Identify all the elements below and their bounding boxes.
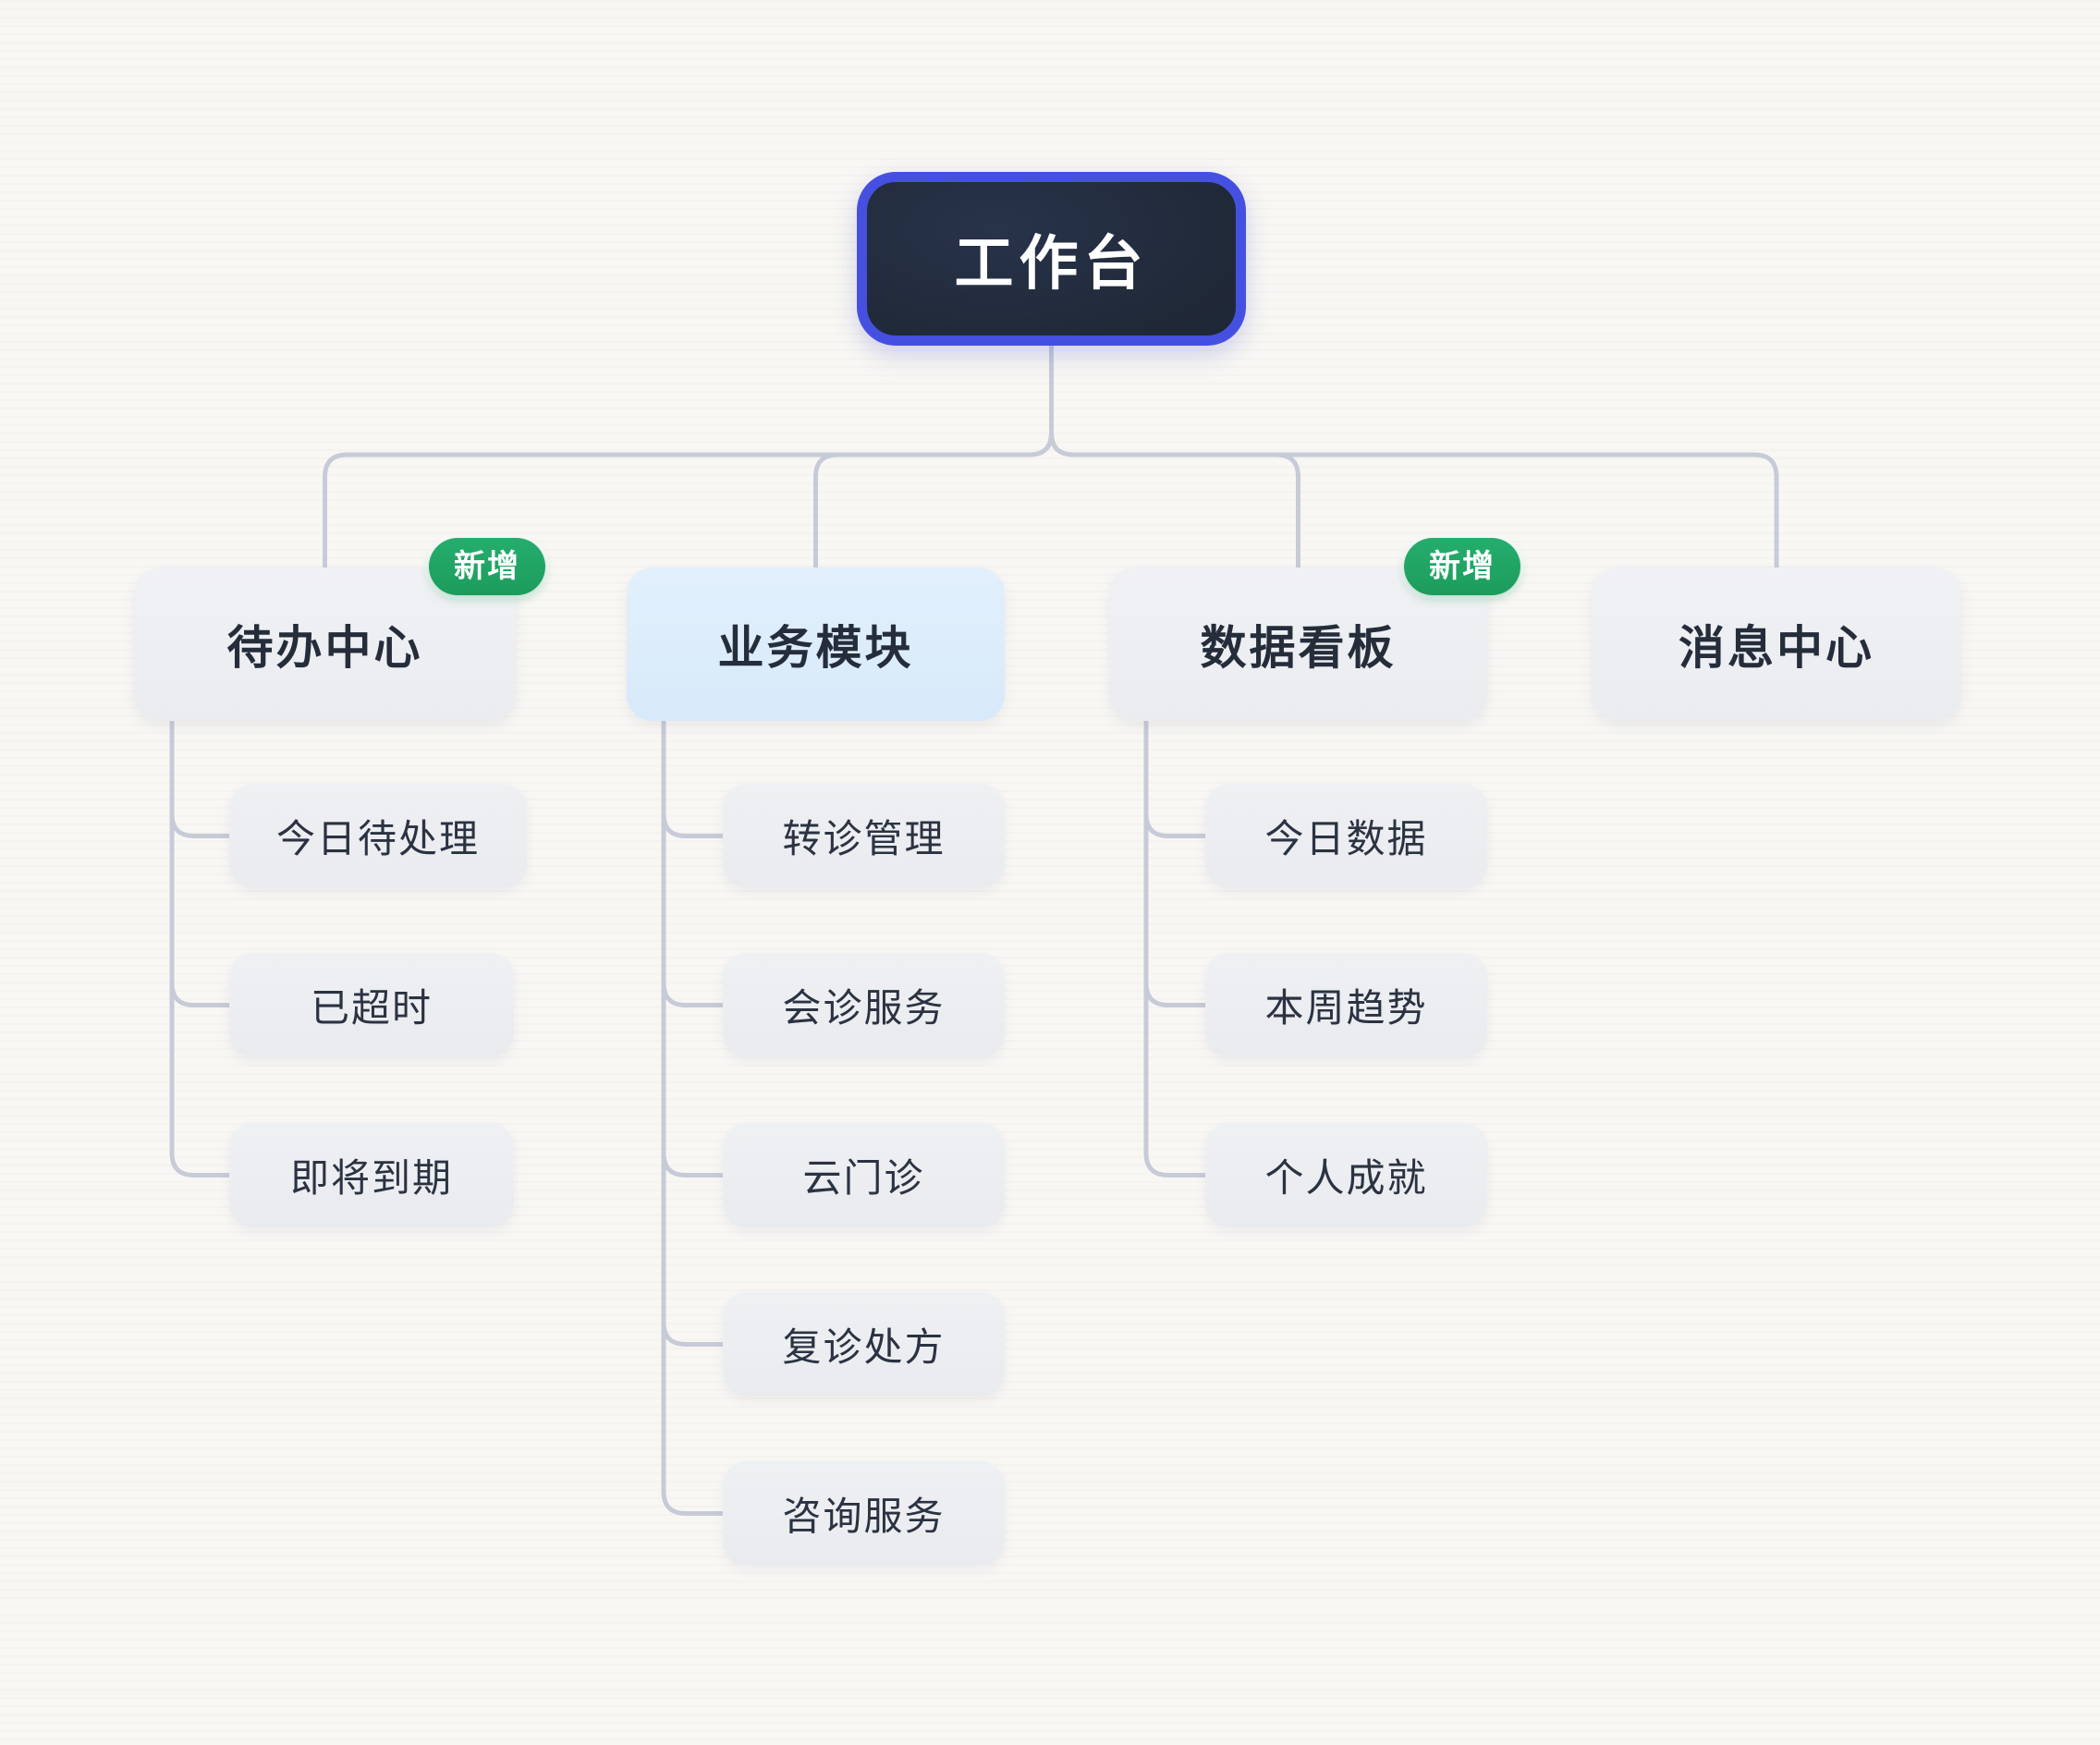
node-label: 今日数据 [1264,817,1428,860]
node-label: 工作台 [954,230,1149,297]
node-today-pending[interactable]: 今日待处理 [229,784,527,888]
node-weekly-trend[interactable]: 本周趋势 [1205,953,1487,1057]
node-referral-management[interactable]: 转诊管理 [723,784,1005,888]
node-label: 即将到期 [289,1156,453,1200]
node-label: 数据看板 [1200,622,1397,674]
node-overdue[interactable]: 已超时 [229,953,514,1057]
node-todo-center[interactable]: 待办中心 [134,567,516,721]
node-label: 消息中心 [1679,622,1874,674]
node-label: 已超时 [310,986,433,1030]
node-label: 本周趋势 [1264,986,1428,1030]
node-personal-achievement[interactable]: 个人成就 [1205,1123,1487,1227]
node-message-center[interactable]: 消息中心 [1592,567,1961,721]
node-label: 会诊服务 [782,986,946,1030]
node-business-modules[interactable]: 业务模块 [627,567,1005,721]
node-label: 业务模块 [717,622,914,674]
node-label: 复诊处方 [782,1325,946,1369]
node-label: 今日待处理 [275,817,480,860]
node-root-workbench[interactable]: 工作台 [857,172,1246,346]
node-inquiry-service[interactable]: 咨询服务 [723,1461,1005,1566]
node-cloud-clinic[interactable]: 云门诊 [723,1123,1005,1227]
new-badge: 新增 [429,538,545,595]
node-consultation-service[interactable]: 会诊服务 [723,953,1005,1057]
new-badge: 新增 [1404,538,1520,595]
node-expiring-soon[interactable]: 即将到期 [229,1123,514,1227]
node-label: 个人成就 [1264,1156,1428,1200]
node-label: 咨询服务 [782,1495,946,1538]
node-label: 云门诊 [802,1156,925,1200]
node-followup-prescription[interactable]: 复诊处方 [723,1292,1005,1397]
node-label: 转诊管理 [782,817,946,860]
node-today-data[interactable]: 今日数据 [1205,784,1487,888]
node-label: 待办中心 [226,622,423,674]
